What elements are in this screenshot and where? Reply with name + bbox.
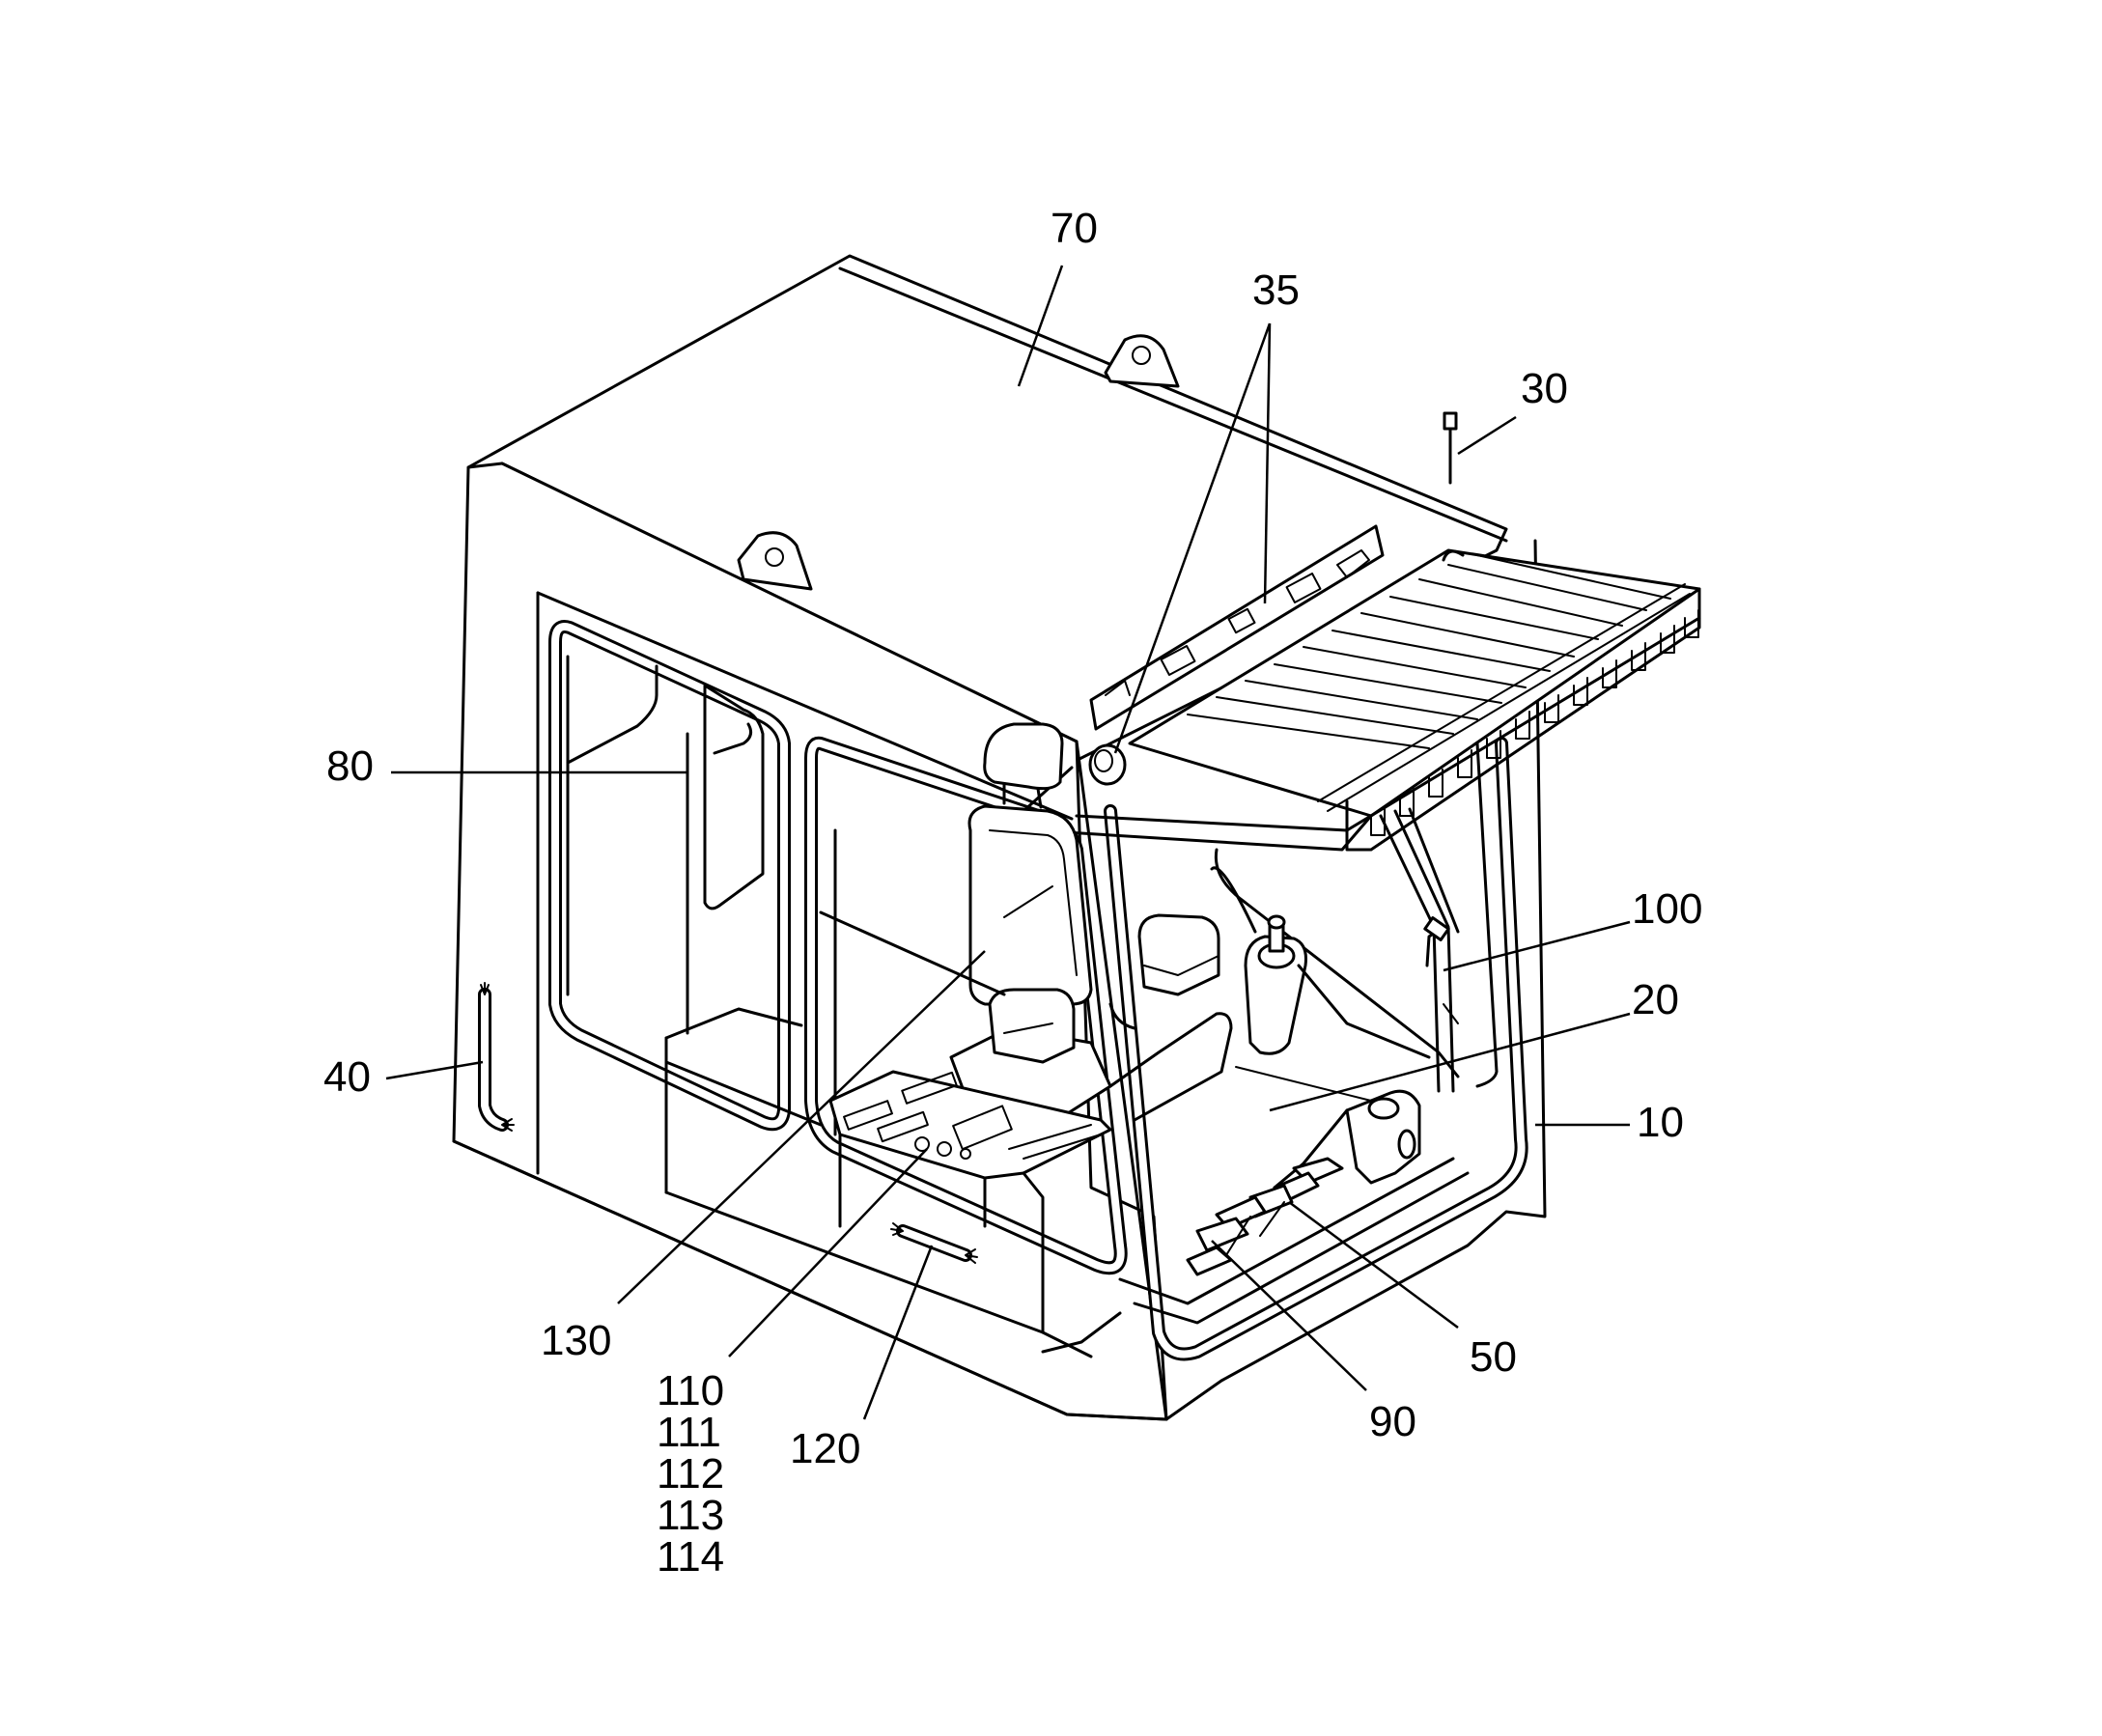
ref-20: 20 — [1632, 976, 1679, 1023]
leader-30 — [1457, 415, 1517, 456]
cable-bundle-left — [478, 982, 515, 1132]
cable-bundle-bottom — [890, 1222, 978, 1264]
reference-numerals: 70 35 30 80 100 20 10 40 130 110 111 112… — [323, 205, 1702, 1581]
ref-112: 112 — [657, 1450, 724, 1498]
sun-visor-louvre — [1075, 548, 1701, 852]
leader-40 — [385, 1060, 484, 1080]
lifting-eye-rear — [1104, 334, 1180, 388]
ref-50: 50 — [1470, 1333, 1517, 1381]
leader-70 — [1017, 265, 1064, 387]
ref-40: 40 — [323, 1053, 371, 1101]
leader-90 — [1211, 1240, 1367, 1391]
left-wall-opening — [536, 591, 1074, 821]
leader-100 — [1443, 920, 1631, 972]
ref-111: 111 — [657, 1409, 721, 1456]
joystick-console — [1210, 866, 1431, 1059]
leader-130 — [617, 950, 986, 1304]
ref-110: 110 — [657, 1367, 724, 1414]
wiper — [1379, 807, 1460, 1093]
leader-20 — [1269, 1012, 1631, 1112]
left-window-frame — [548, 620, 791, 1132]
operator-seat — [949, 722, 1233, 1122]
windshield-frame — [1104, 737, 1528, 1361]
antenna — [1443, 411, 1458, 485]
interior-storage-box — [664, 910, 1122, 1354]
leader-120 — [862, 1245, 934, 1420]
leader-35b — [1113, 322, 1272, 754]
ref-113: 113 — [657, 1492, 724, 1539]
cab-floor — [1118, 1066, 1470, 1325]
roof-light-bar — [1089, 524, 1385, 731]
ref-114: 114 — [657, 1533, 724, 1581]
beacon-light — [1088, 743, 1127, 786]
ref-35: 35 — [1252, 266, 1300, 314]
pedal-assembly — [1186, 1089, 1421, 1276]
ref-100: 100 — [1632, 885, 1702, 933]
leader-110 — [728, 1148, 928, 1358]
ref-70: 70 — [1051, 205, 1098, 252]
ref-10: 10 — [1637, 1099, 1684, 1146]
lifting-eye-front — [737, 531, 813, 591]
ref-80: 80 — [326, 742, 374, 790]
leader-50 — [1288, 1200, 1459, 1330]
light-bar-plate — [1089, 524, 1385, 731]
leader-35a — [1263, 322, 1272, 604]
ref-90: 90 — [1369, 1398, 1416, 1445]
ref-30: 30 — [1521, 365, 1568, 412]
ref-130: 130 — [541, 1317, 611, 1364]
control-panel — [828, 1070, 1112, 1358]
roof-rear-edge — [838, 266, 1508, 543]
front-frame-right — [1164, 539, 1547, 1421]
cab-base-edge — [452, 1139, 1168, 1421]
ref-120: 120 — [790, 1425, 860, 1472]
leader-lines — [385, 265, 1631, 1420]
